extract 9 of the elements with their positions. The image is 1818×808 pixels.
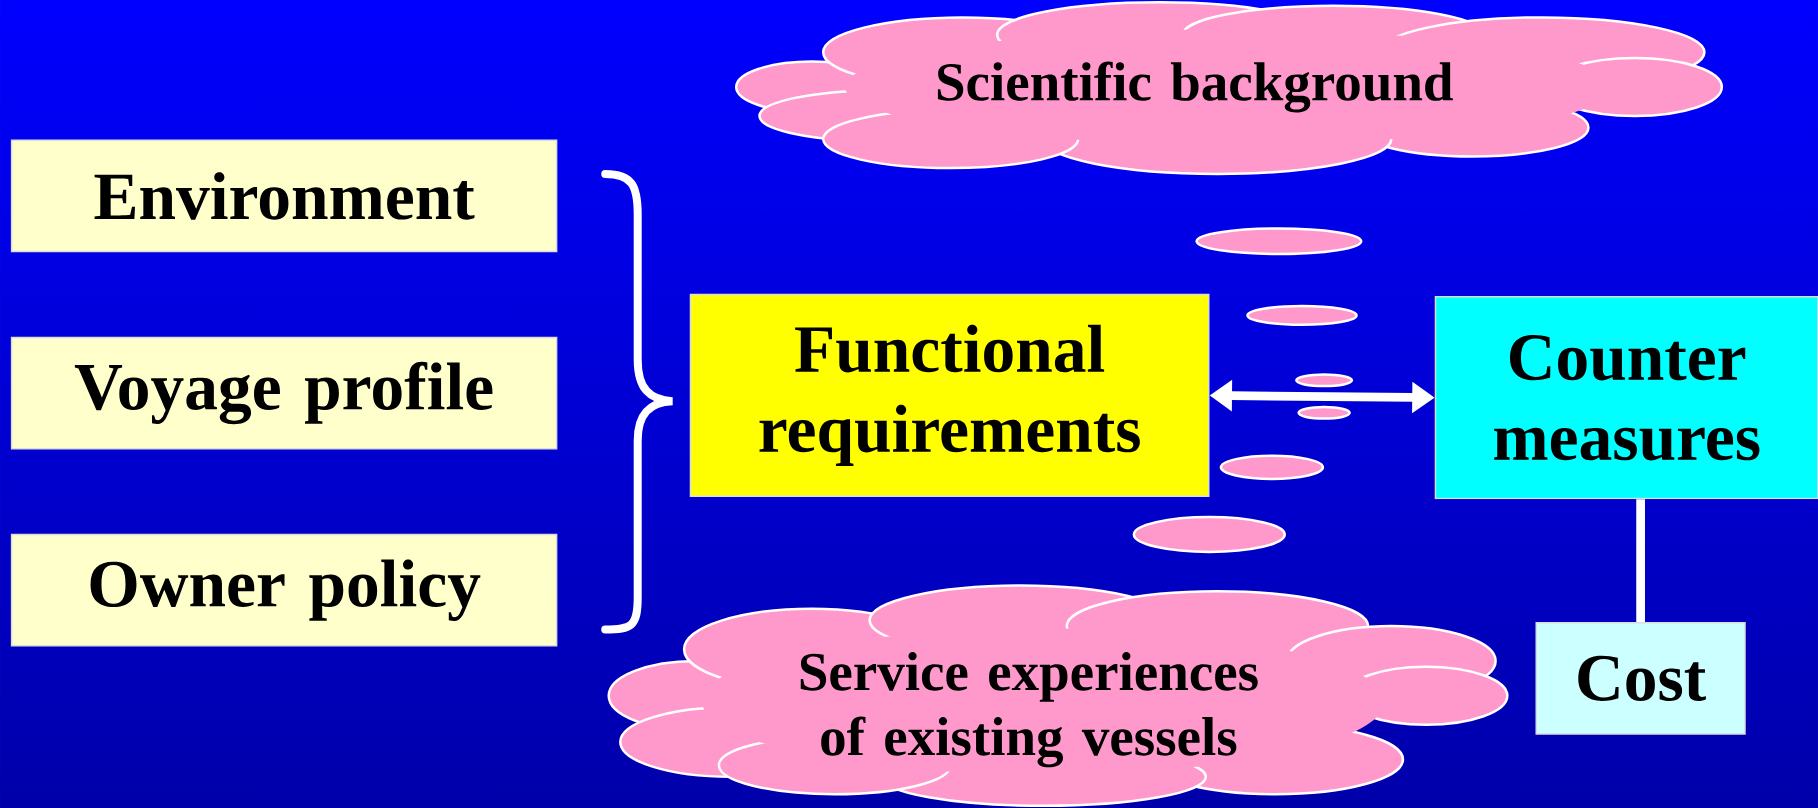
- text-box: Environment: [10, 139, 558, 253]
- text-box: Counter measures: [1434, 296, 1818, 500]
- text-box: Owner policy: [10, 533, 558, 647]
- text-box: Voyage profile: [10, 336, 558, 450]
- text-box: Cost: [1535, 621, 1746, 735]
- cloud: Scientific background: [734, 1, 1724, 176]
- text-box: Functional requirements: [689, 293, 1210, 498]
- cloud: Service experiences of existing vessels: [607, 584, 1509, 808]
- connector-line: [1636, 499, 1645, 622]
